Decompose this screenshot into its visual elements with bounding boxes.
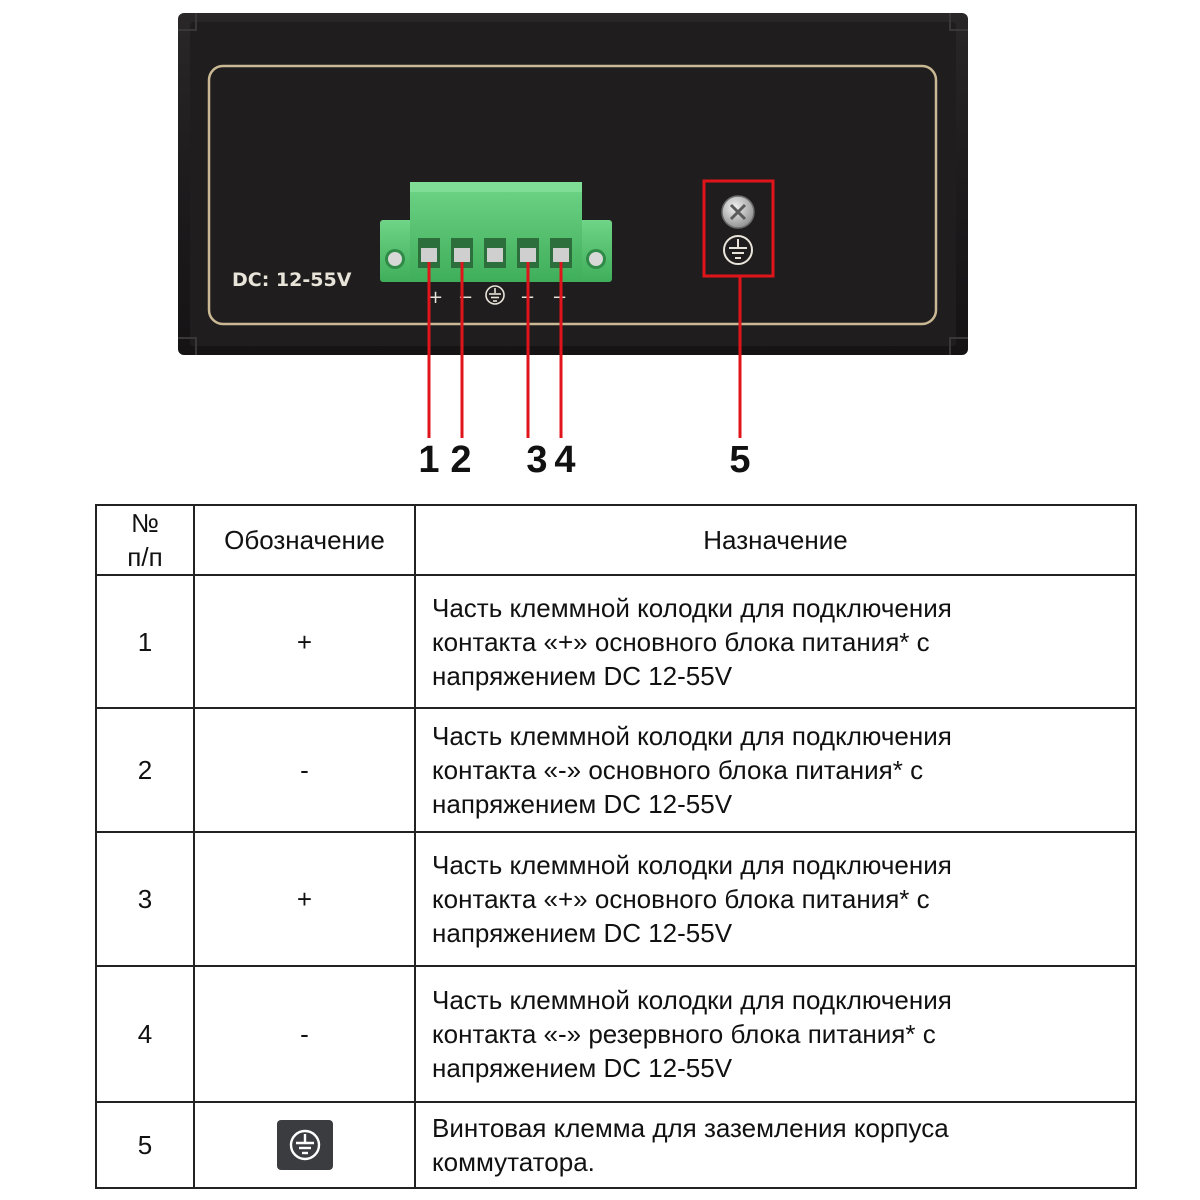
description-line: контакта «+» основного блока питания* с [432,884,930,914]
row-symbol: - [193,707,416,833]
device-front-panel-diagram: DC: 12-55V + − + − [178,13,968,481]
table-row: 1 + Часть клеммной колодки для подключен… [95,574,1137,709]
description-line: контакта «-» резервного блока питания* с [432,1019,936,1049]
pin-assignment-table: № п/п Обозначение Назначение 1 + Часть к… [95,504,1137,1189]
header-purpose: Назначение [414,504,1137,576]
callout-3: 3 [526,439,547,481]
table-row: 3 + Часть клеммной колодки для подключен… [95,831,1137,967]
description-line: Часть клеммной колодки для подключения [432,850,952,880]
table-row: 5 Винтовая клемма для заземлен [95,1101,1137,1189]
header-symbol: Обозначение [193,504,416,576]
ground-icon [276,1120,333,1170]
description-line: Часть клеммной колодки для подключения [432,592,952,623]
callout-1: 1 [418,439,439,481]
description-line: коммутатора. [432,1147,595,1177]
dc-voltage-label: DC: 12-55V [232,269,352,291]
header-number: № п/п [95,504,195,576]
row-description: Часть клеммной колодки для подключения к… [414,707,1137,833]
callout-4: 4 [554,439,575,481]
table-row: 2 - Часть клеммной колодки для подключен… [95,707,1137,833]
chassis-ground-symbol-icon [723,235,753,265]
row-description: Винтовая клемма для заземления корпуса к… [414,1101,1137,1189]
terminal-slot-2 [451,238,473,268]
description-line: контакта «+» основного блока питания* с [432,626,930,657]
description-line: Часть клеммной колодки для подключения [432,985,952,1015]
description-line: контакта «-» основного блока питания* с [432,755,924,785]
row-number: 4 [95,965,195,1103]
header-number-line2: п/п [127,542,163,572]
table-header-row: № п/п Обозначение Назначение [95,504,1137,576]
row-symbol [193,1101,416,1189]
description-line: Часть клеммной колодки для подключения [432,721,952,751]
header-number-line1: № [131,508,159,538]
row-number: 3 [95,831,195,967]
callout-2: 2 [450,439,471,481]
row-number: 2 [95,707,195,833]
row-symbol: + [193,574,416,709]
terminal-mark-2: − [458,287,473,308]
terminal-slot-ground [484,238,506,268]
description-line: напряжением DC 12-55V [432,660,733,691]
terminal-slot-4 [550,238,572,268]
callout-lines [427,262,742,438]
row-symbol: + [193,831,416,967]
description-line: напряжением DC 12-55V [432,1053,733,1083]
row-description: Часть клеммной колодки для подключения к… [414,965,1137,1103]
terminal-mark-1: + [428,287,443,308]
row-number: 5 [95,1101,195,1189]
row-number: 1 [95,574,195,709]
row-description: Часть клеммной колодки для подключения к… [414,574,1137,709]
chassis-ground-screw [721,195,755,229]
terminal-slot-3 [517,238,539,268]
panel-trim-outline [207,64,938,326]
description-line: напряжением DC 12-55V [432,918,733,948]
terminal-slot-1 [418,238,440,268]
callout-5: 5 [729,439,750,481]
table-row: 4 - Часть клеммной колодки для подключен… [95,965,1137,1103]
description-line: Винтовая клемма для заземления корпуса [432,1113,949,1143]
row-symbol: - [193,965,416,1103]
description-line: напряжением DC 12-55V [432,789,733,819]
terminal-ground-mark-icon [485,285,505,305]
terminal-block [380,182,612,282]
row-description: Часть клеммной колодки для подключения к… [414,831,1137,967]
